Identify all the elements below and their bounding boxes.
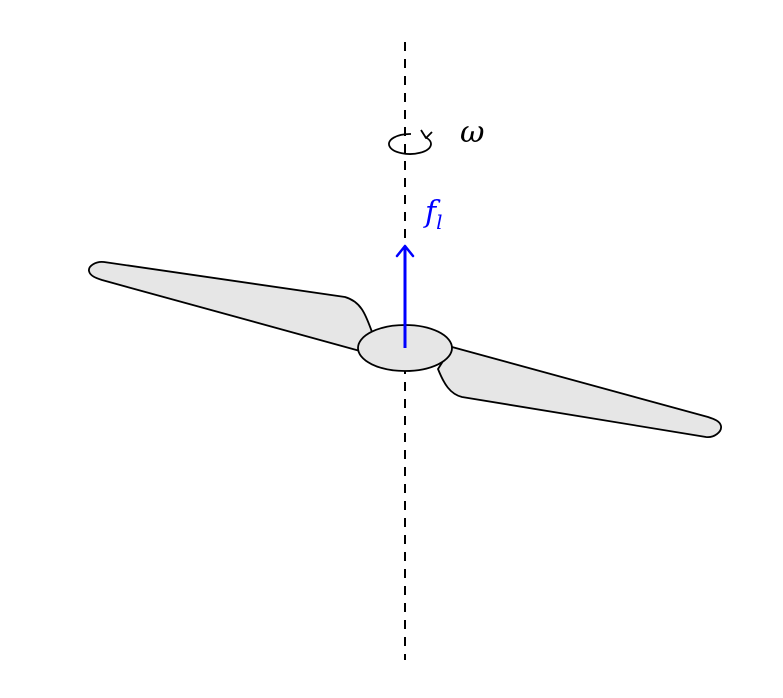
propeller-blade-right [437,346,722,438]
lift-force-arrowhead [395,244,415,258]
angular-velocity-label: ω [460,115,484,150]
lift-force-subscript: l [436,210,442,234]
propeller-blade-left [88,260,373,352]
rotation-arc [388,133,432,155]
rotation-arrowhead [420,129,433,139]
lift-force-label: fl [423,195,443,234]
lift-force-arrow [395,244,415,348]
rotation-indicator-icon [388,129,433,155]
